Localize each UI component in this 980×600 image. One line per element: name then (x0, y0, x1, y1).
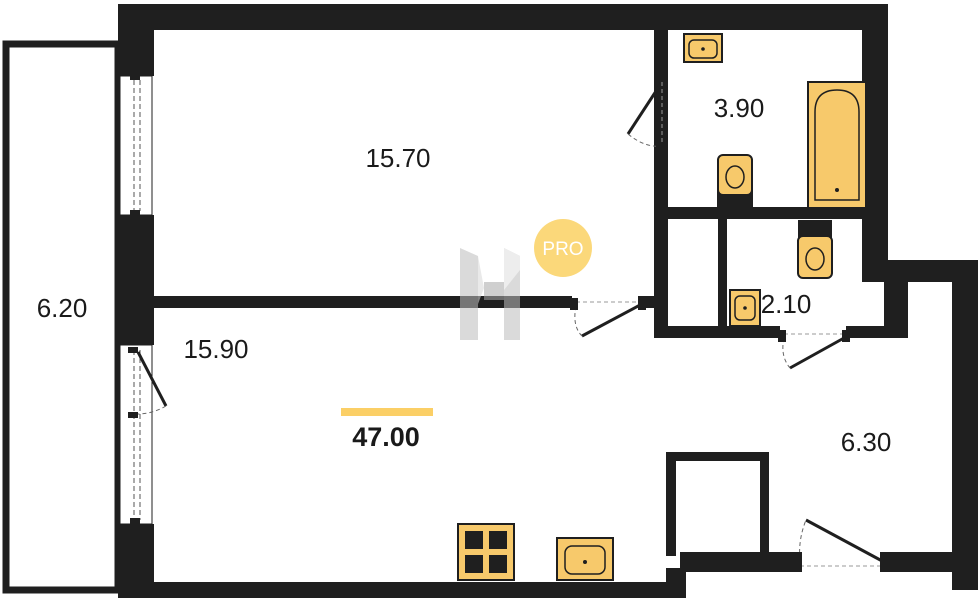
door-balcony (136, 351, 168, 415)
room-area: 15.70 (365, 143, 430, 173)
toilet-area: 2.10 (761, 289, 812, 319)
kitchen-living-area: 15.90 (183, 334, 248, 364)
total-area-accent-bar (341, 408, 433, 416)
balcony-area: 6.20 (37, 293, 88, 323)
door-room-bath (626, 76, 666, 150)
window-posts (128, 74, 140, 524)
wc-toilet (797, 220, 833, 279)
window-glass-lines (133, 80, 141, 520)
wc-sink (729, 289, 761, 327)
door-room-kitchen (570, 298, 646, 338)
bathroom-toilet (717, 154, 753, 208)
bathroom-sink (683, 33, 723, 63)
door-toilet (778, 330, 850, 370)
bathtub (807, 81, 867, 209)
bathroom-area: 3.90 (714, 93, 765, 123)
pro-badge-label: PRO (542, 239, 583, 260)
kitchen-sink (556, 537, 614, 581)
pro-badge (534, 219, 592, 277)
windows (119, 75, 153, 525)
door-entrance (796, 518, 886, 572)
stove (457, 523, 515, 581)
watermark-logo (460, 248, 520, 340)
hallway-area: 6.30 (841, 427, 892, 457)
total-area: 47.00 (352, 422, 420, 452)
